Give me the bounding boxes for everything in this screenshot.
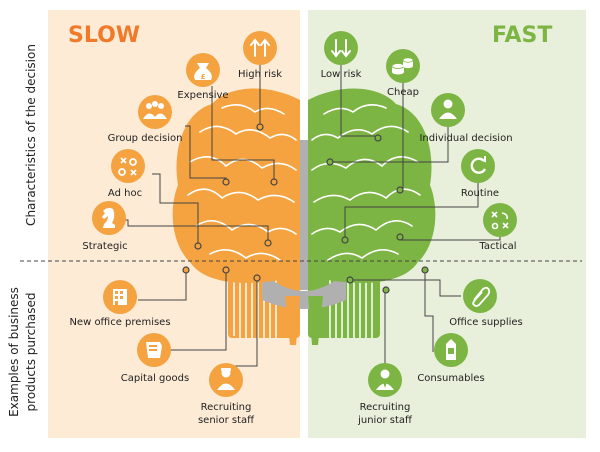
person-icon	[439, 99, 457, 119]
label-low-risk: Low risk	[321, 69, 362, 80]
item-ad-hoc: Ad hoc	[108, 149, 145, 199]
example-recruiting-senior-staff: Recruiting senior staff	[198, 363, 255, 426]
example-consumables: Consumables	[417, 333, 485, 384]
arrows-up-icon	[250, 38, 270, 57]
item-routine: Routine	[461, 149, 499, 199]
label-high-risk: High risk	[238, 69, 282, 80]
label-individual-decision: Individual decision	[419, 133, 512, 144]
item-cheap: Cheap	[386, 49, 420, 98]
item-low-risk: Low risk	[321, 31, 362, 80]
axis-label-examples-line1: Examples of business	[7, 287, 21, 417]
slow-title: SLOW	[68, 23, 140, 48]
scatter-icon	[118, 157, 137, 176]
milk-carton-icon	[446, 339, 456, 360]
label-group-decision: Group decision	[108, 133, 183, 144]
item-group-decision: Group decision	[108, 95, 183, 144]
svg-text:£: £	[201, 73, 206, 81]
label-cheap: Cheap	[387, 87, 419, 98]
arrows-down-icon	[331, 39, 351, 58]
refresh-icon	[470, 156, 487, 174]
label-recruiting-junior-1: Recruiting	[360, 402, 411, 413]
axis-label-characteristics: Characteristics of the decision	[24, 44, 38, 226]
label-office-supplies: Office supplies	[449, 317, 523, 328]
coins-icon	[391, 57, 414, 75]
senior-person-icon	[217, 368, 235, 390]
label-recruiting-senior-2: senior staff	[198, 415, 255, 426]
junior-person-icon	[376, 369, 394, 390]
money-bag-icon: £	[194, 63, 212, 81]
label-routine: Routine	[461, 188, 499, 199]
label-new-office-premises: New office premises	[69, 317, 170, 328]
brain-left-folds	[187, 104, 297, 261]
label-expensive: Expensive	[177, 90, 228, 101]
item-strategic: Strategic	[82, 201, 128, 252]
item-individual-decision: Individual decision	[419, 93, 513, 144]
connector-dots-fast	[326, 134, 429, 294]
example-new-office-premises: New office premises	[69, 280, 171, 328]
truck-icon	[146, 342, 162, 358]
tactics-icon	[491, 211, 509, 230]
chess-knight-icon	[102, 207, 115, 228]
group-icon	[143, 101, 167, 119]
example-recruiting-junior-staff: Recruiting junior staff	[357, 363, 413, 426]
label-strategic: Strategic	[82, 241, 127, 252]
label-consumables: Consumables	[417, 373, 484, 384]
brain-cerebellum	[262, 272, 346, 309]
fast-title: FAST	[492, 23, 552, 48]
item-tactical: Tactical	[478, 203, 517, 252]
example-office-supplies: Office supplies	[449, 279, 523, 328]
axis-label-examples-line2: products purchased	[24, 293, 38, 412]
label-recruiting-junior-2: junior staff	[357, 415, 413, 426]
paperclip-icon	[472, 286, 491, 307]
example-capital-goods: Capital goods	[121, 333, 189, 384]
label-ad-hoc: Ad hoc	[108, 188, 142, 199]
brain-divider	[300, 140, 308, 290]
label-capital-goods: Capital goods	[121, 373, 189, 384]
brain	[172, 88, 436, 345]
brain-spinal-cord	[285, 296, 300, 345]
connector-dots	[182, 123, 278, 282]
label-tactical: Tactical	[478, 241, 516, 252]
item-high-risk: High risk	[238, 31, 282, 80]
label-recruiting-senior-1: Recruiting	[201, 402, 252, 413]
item-expensive: £ Expensive	[177, 53, 229, 101]
building-icon	[113, 289, 127, 305]
